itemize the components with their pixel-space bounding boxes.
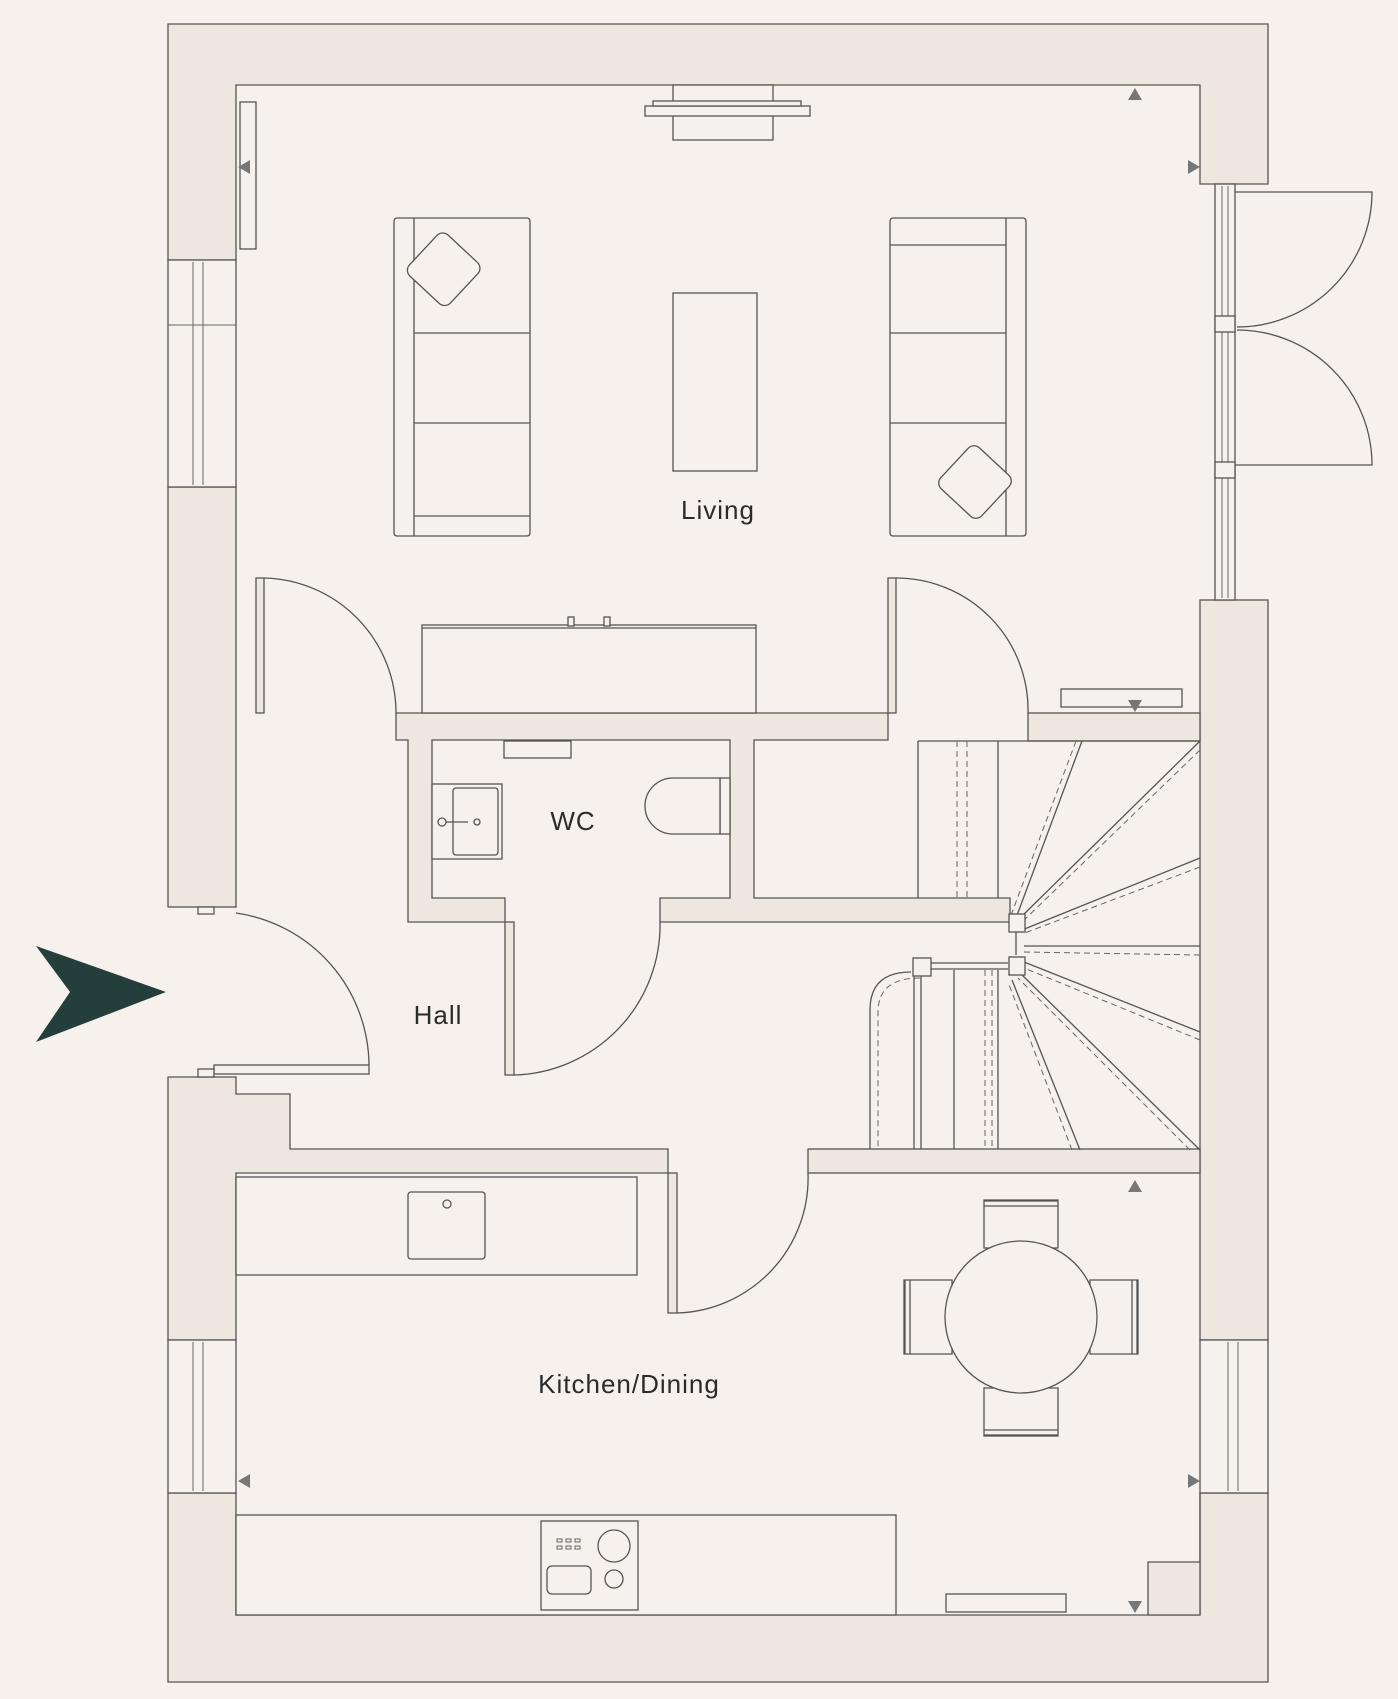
sofa-right bbox=[889, 217, 1027, 537]
room-label-kitchen-dining: Kitchen/Dining bbox=[538, 1369, 720, 1399]
interior-walls bbox=[213, 577, 1201, 1314]
exterior-walls bbox=[167, 23, 1269, 1683]
windows bbox=[167, 101, 1269, 1494]
dining-table bbox=[903, 1199, 1139, 1437]
entrance-arrow-icon bbox=[36, 946, 166, 1042]
room-label-hall: Hall bbox=[414, 1000, 463, 1030]
dining-chair-left bbox=[903, 1279, 953, 1355]
fireplace bbox=[644, 84, 811, 141]
dining-chair-bottom bbox=[983, 1387, 1059, 1437]
room-label-wc: WC bbox=[550, 806, 595, 836]
dimension-markers bbox=[238, 88, 1200, 1613]
dining-chair-top bbox=[983, 1199, 1059, 1249]
dining-chair-right bbox=[1089, 1279, 1139, 1355]
radiator-living bbox=[1060, 688, 1183, 708]
room-label-living: Living bbox=[681, 495, 755, 525]
media-unit bbox=[421, 616, 757, 714]
french-doors bbox=[1235, 191, 1373, 466]
staircase bbox=[869, 740, 1201, 1151]
wc-sink bbox=[431, 783, 503, 860]
sofa-left bbox=[393, 217, 531, 537]
kitchen-island bbox=[235, 1176, 638, 1276]
coffee-table bbox=[672, 292, 758, 472]
radiator-kitchen bbox=[945, 1593, 1067, 1613]
interior-doors bbox=[197, 577, 1029, 1314]
wc-toilet bbox=[644, 777, 731, 835]
kitchen-counter bbox=[235, 1514, 897, 1616]
radiator-wc bbox=[503, 740, 572, 759]
